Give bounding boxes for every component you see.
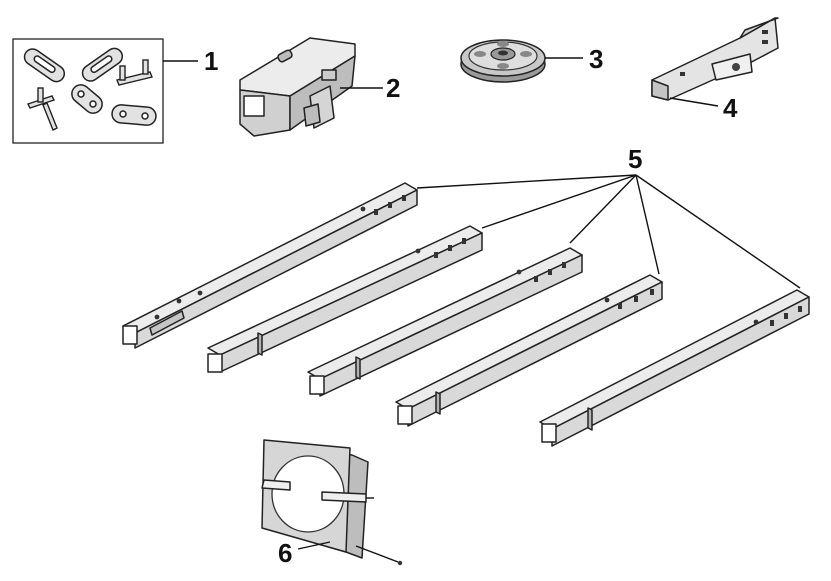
callout-6: 6 <box>278 538 292 568</box>
callout-3: 3 <box>589 44 603 74</box>
hardware-bag-icon <box>12 38 198 144</box>
manual-icon <box>261 439 403 566</box>
link-plate-icon <box>71 84 157 126</box>
rail-section-icon <box>207 225 483 373</box>
header-bracket-icon <box>651 17 779 107</box>
master-link-icon <box>23 47 124 83</box>
rail-section-icon <box>307 247 583 397</box>
pulley-icon <box>460 39 583 83</box>
callout-2: 2 <box>386 73 400 103</box>
callout-4: 4 <box>723 93 738 123</box>
trolley-icon <box>239 37 383 137</box>
callout-1: 1 <box>204 46 218 76</box>
clevis-pin-icon <box>27 59 153 131</box>
rail-section-icon <box>395 274 663 427</box>
rail-section-icon <box>122 182 418 349</box>
callout-5: 5 <box>628 144 642 174</box>
rail-section-icon <box>539 289 810 447</box>
rail-sections <box>122 174 810 447</box>
